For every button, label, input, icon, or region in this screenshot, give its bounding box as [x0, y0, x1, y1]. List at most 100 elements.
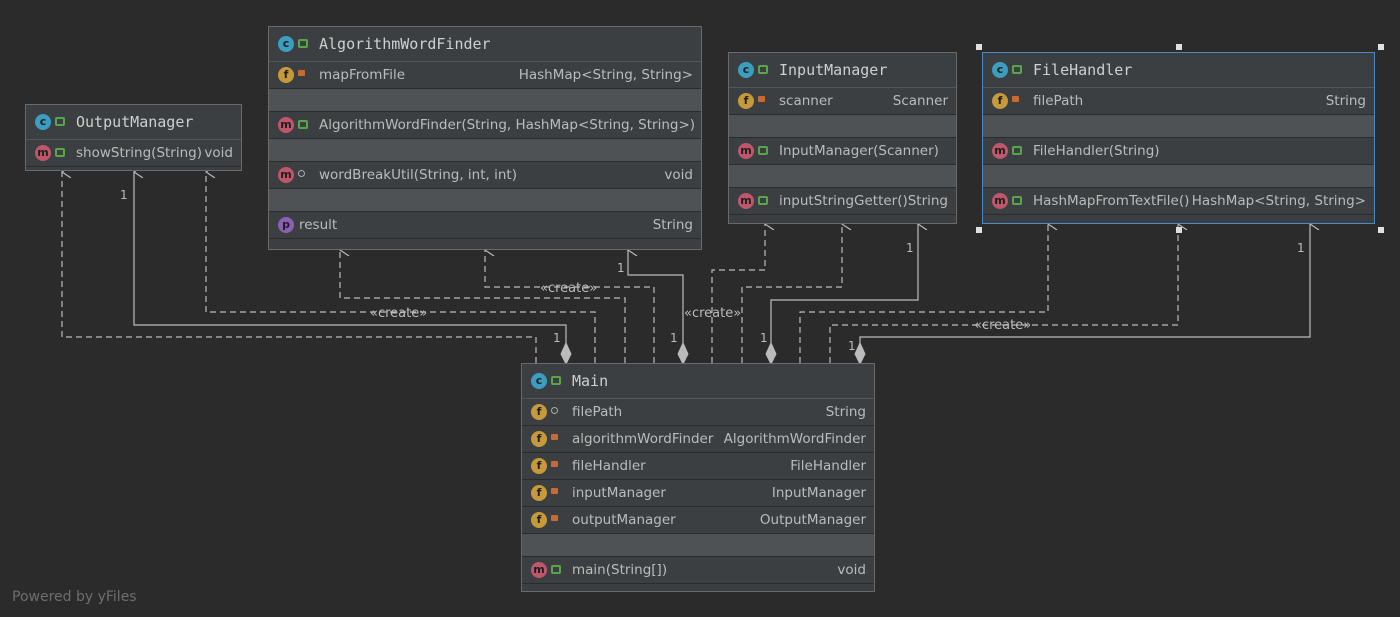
- class-node-algorithmwordfinder[interactable]: c AlgorithmWordFinder f mapFromFile Hash…: [268, 26, 702, 250]
- private-lock-icon: [758, 96, 765, 102]
- field-icon: f: [531, 458, 547, 474]
- composition-diamond-algorithm: [677, 341, 689, 366]
- field-row[interactable]: f outputManager OutputManager: [522, 507, 874, 534]
- resize-handle-bottom[interactable]: [1176, 227, 1182, 233]
- property-name: result: [299, 217, 338, 233]
- method-name: showString(String): [76, 145, 203, 161]
- multiplicity-inputmanager-source: 1: [760, 331, 768, 345]
- method-type: HashMap<String, String>: [1191, 193, 1366, 209]
- resize-handle-bottom-right[interactable]: [1378, 227, 1384, 233]
- method-row[interactable]: m wordBreakUtil(String, int, int) void: [269, 162, 701, 189]
- resize-handle-top-left[interactable]: [976, 44, 982, 50]
- class-icon: c: [35, 114, 51, 130]
- class-icon: c: [278, 36, 294, 52]
- method-row[interactable]: m showString(String) void: [26, 140, 241, 167]
- public-lock-icon: [1012, 146, 1022, 155]
- field-name: filePath: [572, 404, 623, 420]
- method-icon: m: [278, 117, 294, 133]
- section-divider: [269, 89, 701, 112]
- section-divider: [269, 189, 701, 212]
- class-title: Main: [572, 372, 609, 390]
- multiplicity-outputmanager-source: 1: [553, 331, 561, 345]
- main-run-icon: c: [531, 373, 547, 389]
- edge-main-inputmanager-assoc: [770, 224, 918, 355]
- composition-diamond-inputmanager: [765, 341, 777, 366]
- section-divider: [729, 115, 956, 138]
- field-type: OutputManager: [759, 512, 866, 528]
- edge-main-filehandler-create-a: [799, 224, 1048, 363]
- field-row[interactable]: f fileHandler FileHandler: [522, 453, 874, 480]
- field-type: Scanner: [892, 93, 948, 109]
- method-icon: m: [35, 145, 51, 161]
- method-type: void: [664, 167, 693, 183]
- public-lock-icon: [758, 196, 768, 205]
- multiplicity-filehandler-source: 1: [848, 339, 856, 353]
- public-lock-icon: [1012, 196, 1022, 205]
- field-name: outputManager: [572, 512, 676, 528]
- constructor-row[interactable]: m InputManager(Scanner): [729, 138, 956, 165]
- resize-handle-top-right[interactable]: [1378, 44, 1384, 50]
- multiplicity-algorithm-target: 1: [617, 261, 625, 275]
- composition-diamond-outputmanager: [560, 341, 572, 366]
- method-name: inputStringGetter(): [779, 193, 908, 209]
- field-row[interactable]: f filePath String: [522, 399, 874, 426]
- field-name: mapFromFile: [319, 67, 406, 83]
- public-lock-icon: [298, 120, 308, 129]
- package-dot-icon: [298, 170, 305, 177]
- method-type: String: [907, 193, 948, 209]
- class-node-outputmanager[interactable]: c OutputManager m showString(String) voi…: [25, 104, 242, 171]
- field-type: AlgorithmWordFinder: [723, 431, 866, 447]
- private-lock-icon: [298, 70, 305, 76]
- create-label-outputmanager: «create»: [370, 306, 428, 321]
- package-dot-icon: [551, 407, 558, 414]
- field-icon: f: [992, 93, 1008, 109]
- property-type: String: [652, 217, 693, 233]
- field-row[interactable]: f mapFromFile HashMap<String, String>: [269, 62, 701, 89]
- field-type: String: [1325, 93, 1366, 109]
- constructor-row[interactable]: m AlgorithmWordFinder(String, HashMap<St…: [269, 112, 701, 139]
- field-row[interactable]: f filePath String: [983, 88, 1374, 115]
- field-name: algorithmWordFinder: [572, 431, 714, 447]
- resize-handle-top[interactable]: [1176, 44, 1182, 50]
- field-icon: f: [531, 512, 547, 528]
- multiplicity-algorithm-source: 1: [670, 331, 678, 345]
- method-row[interactable]: m main(String[]) void: [522, 557, 874, 584]
- public-lock-icon: [758, 146, 768, 155]
- class-title: InputManager: [779, 61, 888, 79]
- method-name: wordBreakUtil(String, int, int): [319, 167, 517, 183]
- property-row[interactable]: p result String: [269, 212, 701, 239]
- public-lock-icon: [758, 65, 768, 74]
- field-row[interactable]: f algorithmWordFinder AlgorithmWordFinde…: [522, 426, 874, 453]
- method-icon: m: [738, 193, 754, 209]
- field-name: scanner: [779, 93, 833, 109]
- constructor-row[interactable]: m FileHandler(String): [983, 138, 1374, 165]
- field-icon: f: [531, 431, 547, 447]
- private-lock-icon: [551, 461, 558, 467]
- powered-by-footer: Powered by yFiles: [12, 589, 137, 605]
- class-icon: c: [738, 62, 754, 78]
- method-row[interactable]: m inputStringGetter() String: [729, 188, 956, 215]
- class-node-inputmanager[interactable]: c InputManager f scanner Scanner m Input…: [728, 52, 957, 224]
- method-icon: m: [738, 143, 754, 159]
- method-name: main(String[]): [572, 562, 668, 578]
- method-type: void: [204, 145, 233, 161]
- public-lock-icon: [551, 565, 561, 574]
- resize-handle-bottom-left[interactable]: [976, 227, 982, 233]
- method-icon: m: [992, 143, 1008, 159]
- field-row[interactable]: f inputManager InputManager: [522, 480, 874, 507]
- field-type: String: [825, 404, 866, 420]
- edge-main-inputmanager-create-a: [711, 224, 765, 363]
- field-type: FileHandler: [790, 458, 866, 474]
- class-node-main[interactable]: c Main f filePath String f algorithmWord…: [521, 363, 875, 592]
- public-lock-icon: [298, 39, 308, 48]
- class-node-filehandler[interactable]: c FileHandler f filePath String m FileHa…: [982, 52, 1375, 224]
- field-row[interactable]: f scanner Scanner: [729, 88, 956, 115]
- section-divider: [729, 165, 956, 188]
- private-lock-icon: [551, 488, 558, 494]
- method-icon: m: [992, 193, 1008, 209]
- multiplicity-outputmanager-target: 1: [120, 188, 128, 202]
- method-icon: m: [278, 167, 294, 183]
- class-title: OutputManager: [76, 113, 194, 131]
- method-row[interactable]: m HashMapFromTextFile() HashMap<String, …: [983, 188, 1374, 215]
